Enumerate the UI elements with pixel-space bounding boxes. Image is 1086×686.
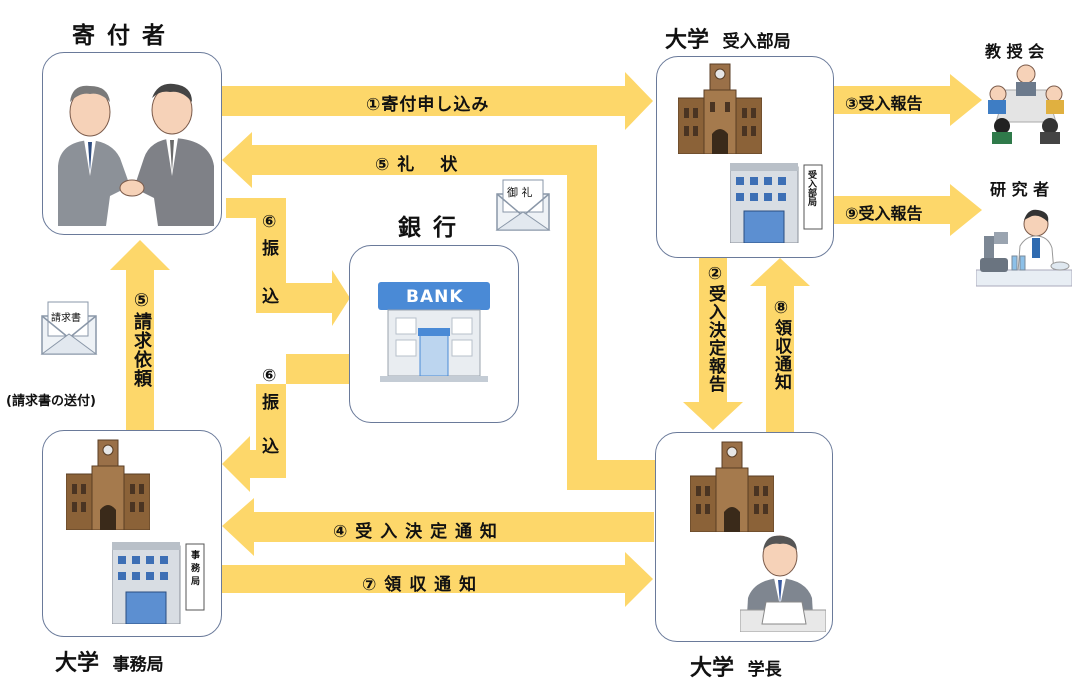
faculty-meeting-icon — [988, 64, 1064, 144]
envelope-invoice-icon — [40, 301, 98, 355]
donor-title: 寄 付 者 — [72, 23, 168, 49]
bank-sign-text: BANK — [406, 287, 464, 307]
accept-dept-sign-text: 受入部局 — [806, 170, 816, 206]
transfer-top-b: 込 — [262, 287, 279, 307]
invoice-send-note: (請求書の送付) — [6, 394, 96, 409]
accept-title-main: 大学 — [665, 28, 710, 53]
label-accept-report: ②受入決定報告 — [705, 264, 725, 393]
transfer-bottom-num: ⑥ — [262, 366, 277, 386]
arrow-receipt — [222, 552, 653, 607]
envelope-thanks-icon — [495, 179, 551, 231]
office-university-building-icon — [66, 439, 150, 530]
president-title-sub: 学長 — [747, 660, 782, 680]
label-request: ⑤請求依頼 — [131, 290, 152, 388]
transfer-bottom-b: 込 — [262, 437, 279, 457]
arrow-accept-report — [683, 258, 743, 430]
label-report-researcher: ⑨受入報告 — [845, 204, 923, 223]
university-building-icon — [678, 63, 762, 154]
transfer-bottom-a: 振 — [262, 393, 279, 413]
president-at-desk-icon — [740, 535, 826, 632]
office-title-main: 大学 — [55, 651, 100, 676]
office-admin-building-icon — [112, 542, 205, 624]
envelope-thanks-text: 御 礼 — [507, 186, 533, 199]
envelope-invoice-text: 請求書 — [51, 313, 81, 324]
transfer-top-num: ⑥ — [262, 212, 277, 232]
accept-dept-title: 大学 受入部局 — [665, 22, 791, 54]
researcher-title: 研 究 者 — [990, 180, 1050, 199]
arrow-application — [222, 72, 653, 130]
arrow-report-faculty — [834, 74, 982, 126]
arrow-transfer-bottom — [222, 354, 350, 492]
label-receipt: ⑦ 領 収 通 知 — [362, 575, 478, 595]
bank-title: 銀 行 — [398, 215, 459, 241]
president-university-building-icon — [690, 441, 774, 532]
president-title-main: 大学 — [690, 656, 735, 681]
office-building-icon — [730, 163, 823, 243]
arrow-request — [110, 240, 170, 430]
label-decision: ④ 受 入 決 定 通 知 — [333, 522, 498, 542]
president-title: 大学 学長 — [690, 650, 782, 682]
arrow-report-researcher — [834, 184, 982, 236]
arrow-receipt-up — [750, 258, 810, 432]
office-sign-text: 事務局 — [189, 550, 199, 589]
office-title-sub: 事務局 — [112, 655, 164, 675]
label-application: ①寄付申し込み — [366, 95, 490, 115]
transfer-top-a: 振 — [262, 239, 279, 259]
accept-title-sub: 受入部局 — [722, 32, 791, 52]
office-title: 大学 事務局 — [55, 645, 164, 677]
faculty-title: 教 授 会 — [985, 42, 1045, 61]
arrow-transfer-top — [226, 198, 350, 326]
researcher-microscope-icon — [976, 209, 1072, 287]
label-report-faculty: ③受入報告 — [845, 94, 923, 113]
label-receipt-up: ⑧領収通知 — [771, 298, 791, 391]
arrow-thanks — [222, 132, 655, 490]
bank-building-icon — [378, 282, 490, 382]
label-thanks: ⑤ 礼 状 — [375, 155, 459, 175]
arrow-decision — [222, 498, 654, 556]
handshake-businessmen-icon — [58, 83, 214, 226]
